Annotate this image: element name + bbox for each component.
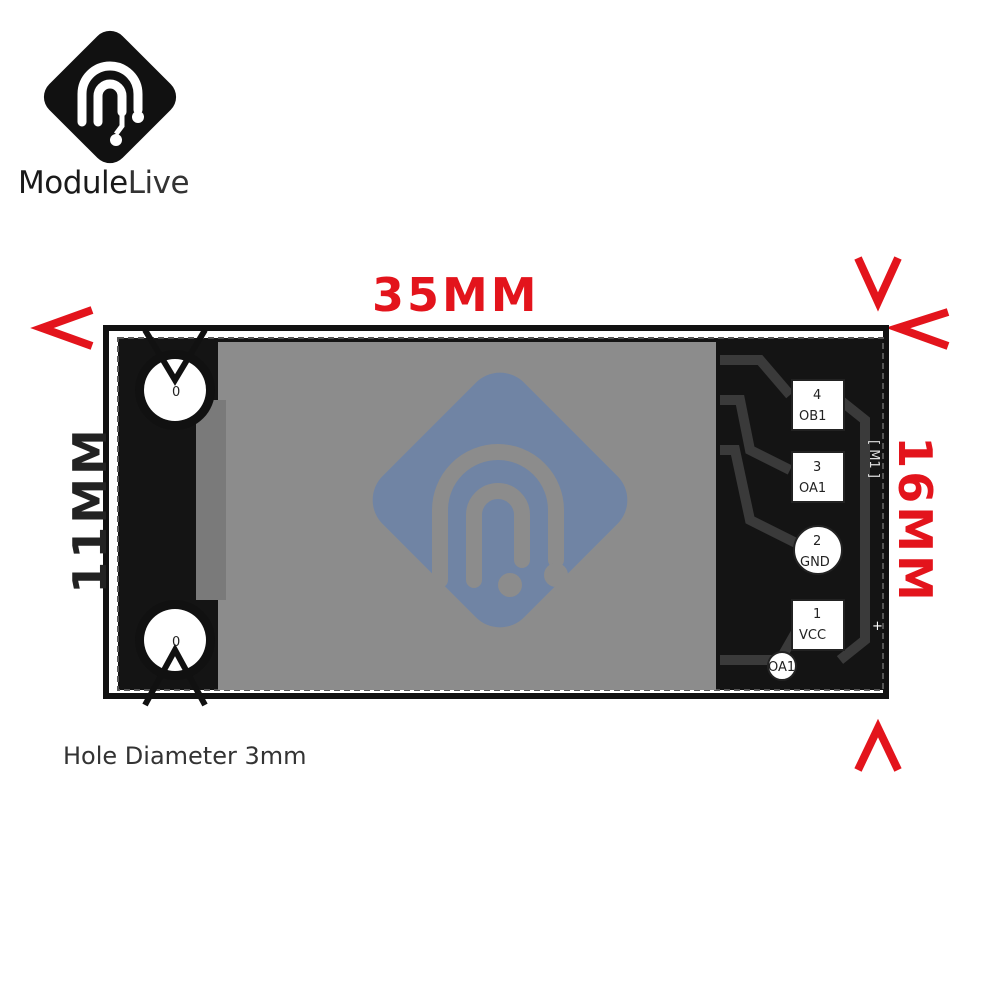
- brand-name-part1: Module: [18, 165, 128, 201]
- plus-sign-icon: +: [872, 619, 883, 634]
- height-dimension: 16MM: [888, 436, 942, 604]
- pin-4-number: 4: [813, 388, 821, 403]
- watermark-logo: [372, 372, 628, 628]
- mounting-hole-top: [135, 328, 215, 430]
- pin-4-label: OB1: [799, 409, 826, 424]
- pin-3-pad: [791, 451, 845, 503]
- length-dimension: 35MM: [372, 268, 540, 322]
- hole-mark-top: 0: [172, 385, 180, 400]
- mounting-hole-bottom: [135, 600, 215, 707]
- component-ref: [ M1 ]: [866, 440, 881, 478]
- pin-4-pad: [791, 379, 845, 431]
- pin-3-number: 3: [813, 460, 821, 475]
- top-right-height-marker: [854, 256, 902, 312]
- brand-name-part2: Live: [127, 165, 190, 201]
- pcb-traces: [720, 355, 870, 665]
- pin-1-number: 1: [813, 607, 821, 622]
- pin-3-label: OA1: [799, 481, 826, 496]
- pin-2-pad: [793, 525, 843, 575]
- pin-2-number: 2: [813, 534, 821, 549]
- left-length-marker: [30, 306, 94, 350]
- hole-diameter-note: Hole Diameter 3mm: [63, 742, 307, 770]
- dimension-markers: [30, 256, 950, 772]
- bottom-right-height-marker: [854, 718, 902, 772]
- hole-mark-bottom: 0: [172, 635, 180, 650]
- pin-1-pad: [791, 599, 845, 651]
- brand-name: ModuleLive: [18, 165, 190, 201]
- width-dimension: 11MM: [63, 426, 117, 594]
- modulelive-logo: [43, 30, 177, 164]
- pad-label-oa1: OA1: [768, 660, 795, 675]
- pin-1-label: VCC: [799, 628, 826, 643]
- right-length-marker: [885, 308, 950, 350]
- pin-2-label: GND: [800, 555, 830, 570]
